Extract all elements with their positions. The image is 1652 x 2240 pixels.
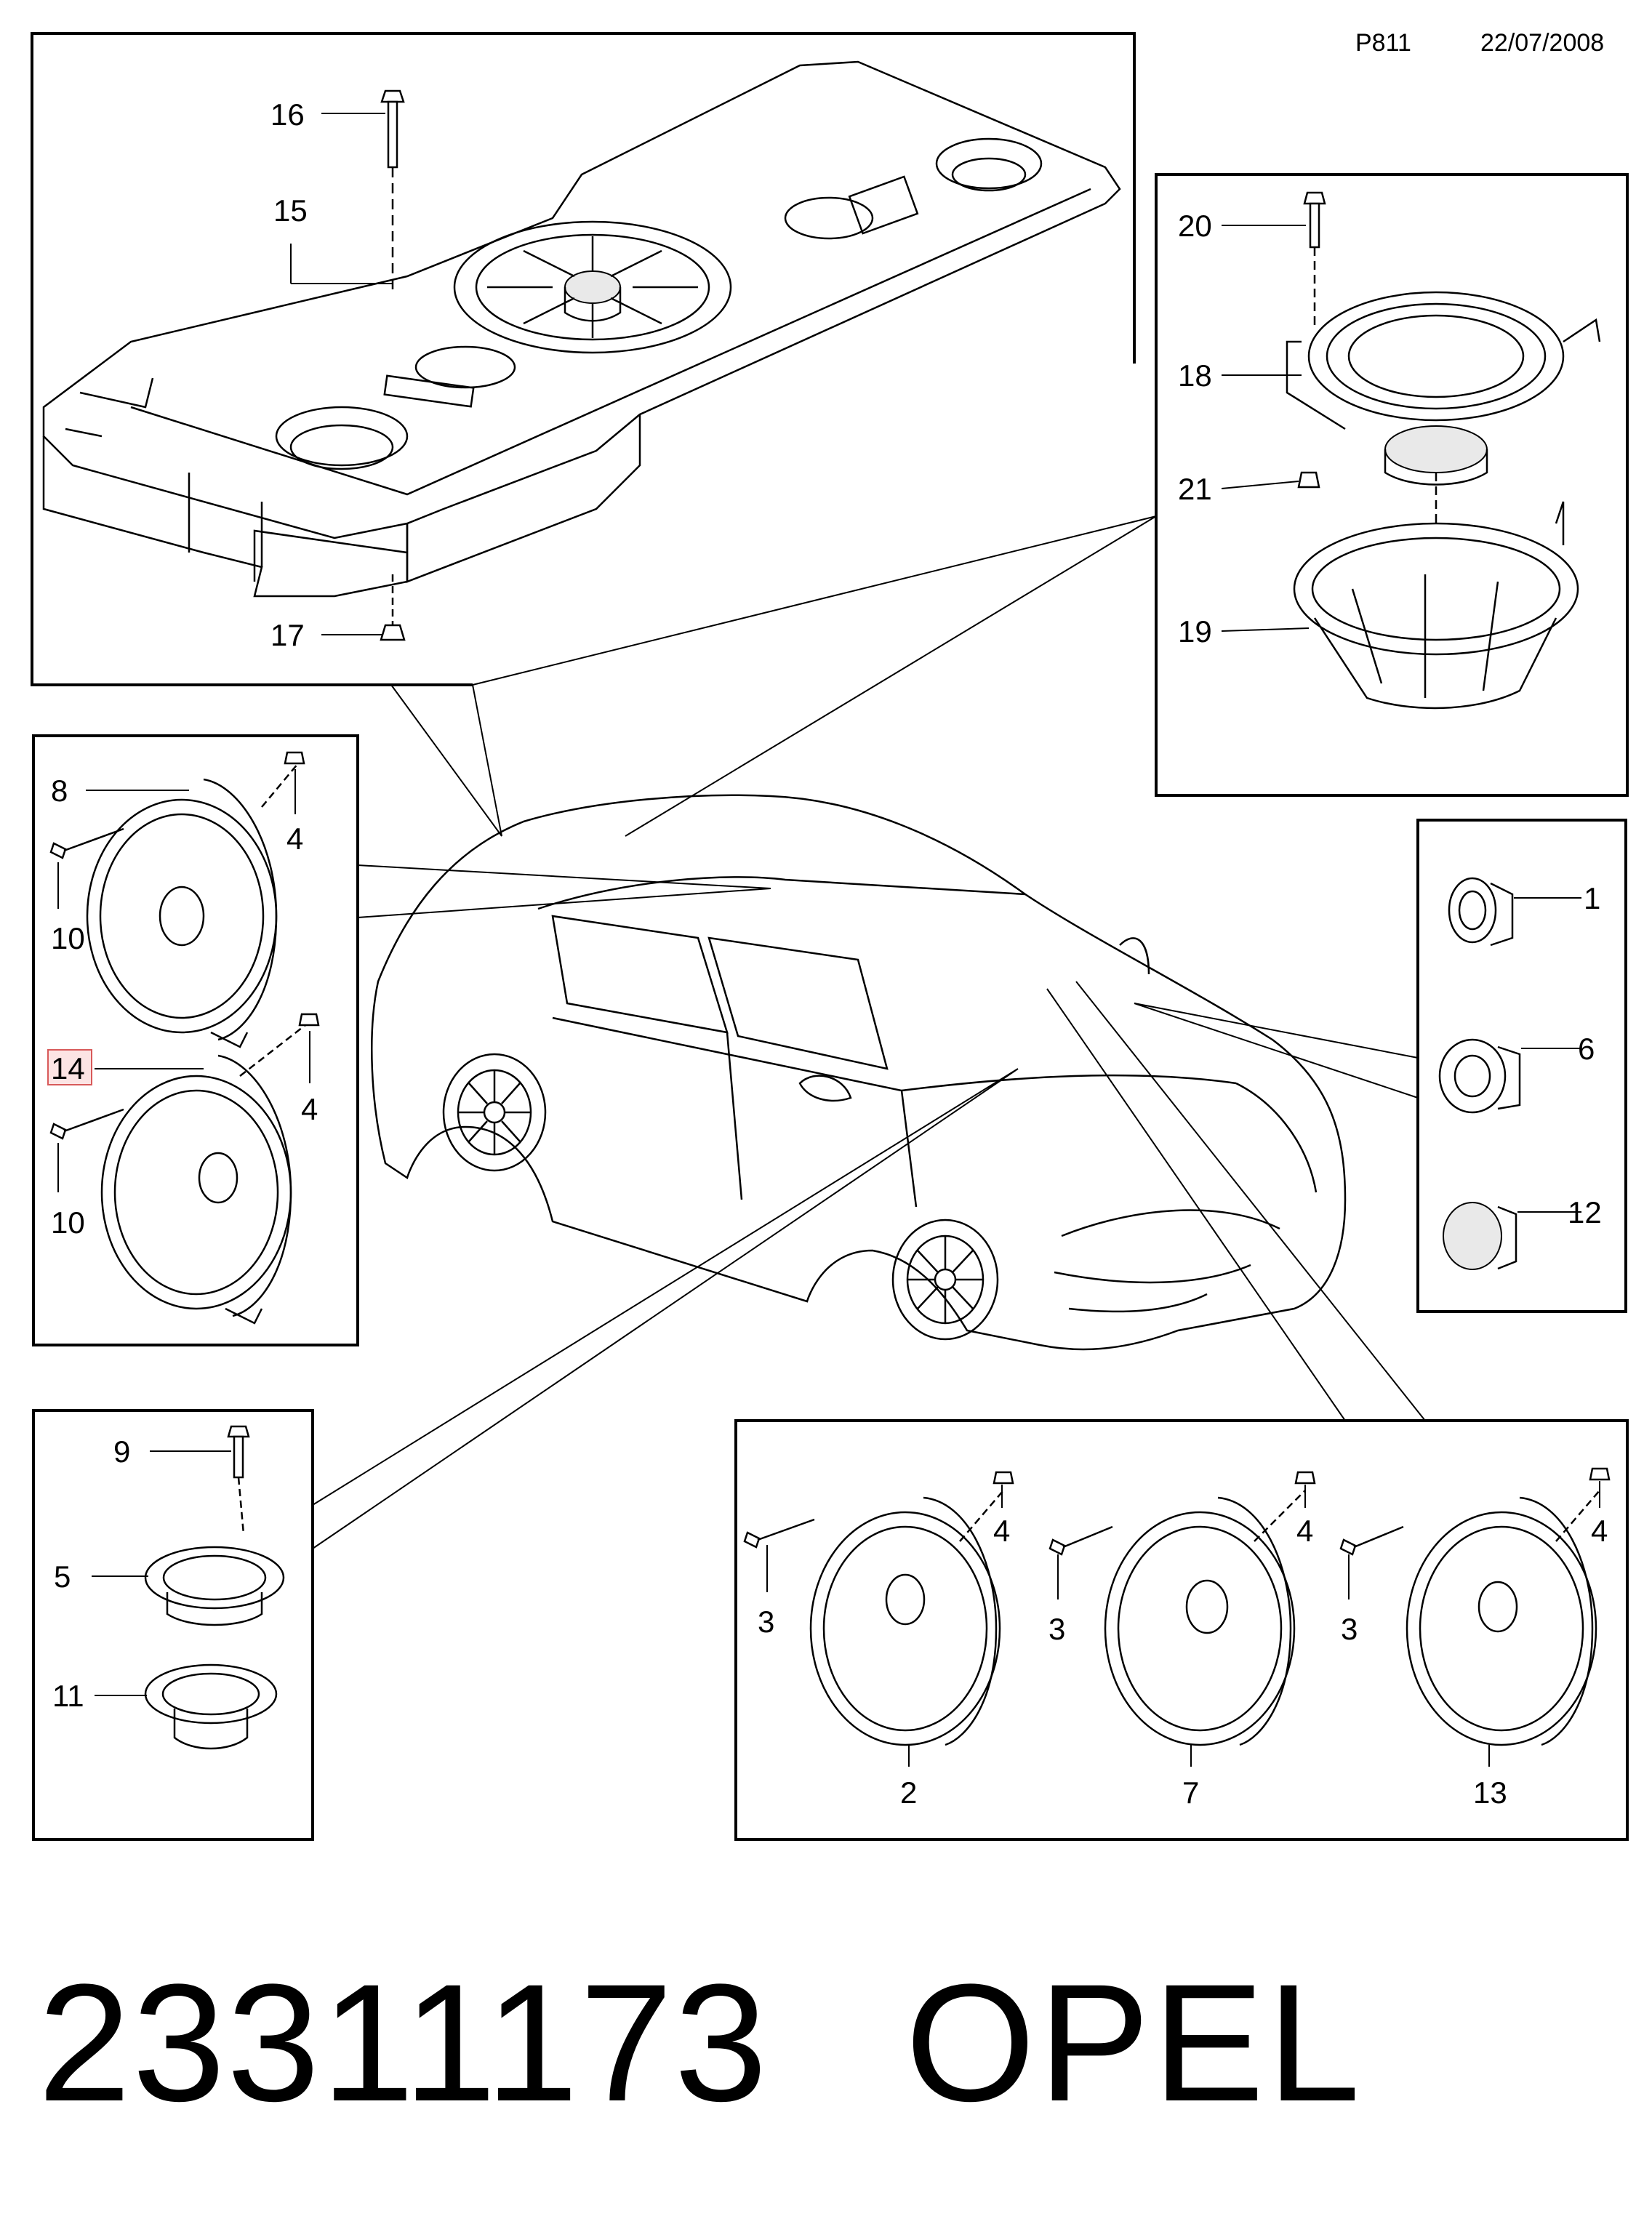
callout-3-right: 3 (1341, 1612, 1358, 1646)
callout-10-upper: 10 (51, 921, 85, 955)
callout-4-door-left: 4 (993, 1514, 1010, 1548)
callout-4-front-upper: 4 (286, 822, 303, 856)
callout-1: 1 (1584, 881, 1600, 915)
panel-front-door-frame (32, 734, 359, 1346)
callout-17: 17 (270, 618, 305, 652)
panel-door-speakers-frame (734, 1419, 1629, 1841)
panel-frames (31, 32, 1629, 1841)
callout-21: 21 (1178, 472, 1212, 506)
tweeters (1438, 877, 1521, 1270)
panel-rear-speaker-frame (1155, 173, 1629, 797)
callout-13: 13 (1473, 1775, 1507, 1810)
callout-19: 19 (1178, 614, 1212, 649)
part-number: 23311173 (38, 1949, 769, 2136)
callout-7: 7 (1182, 1775, 1199, 1810)
rear-speaker-assembly (1286, 191, 1601, 710)
callout-2: 2 (900, 1775, 917, 1810)
callout-3-left: 3 (758, 1605, 774, 1639)
callout-9: 9 (113, 1434, 130, 1469)
subwoofer-hardware (380, 89, 406, 641)
callout-12: 12 (1568, 1195, 1602, 1229)
callout-15: 15 (273, 193, 308, 228)
callout-14: 14 (51, 1051, 85, 1085)
callout-3-middle: 3 (1048, 1612, 1065, 1646)
callout-20: 20 (1178, 209, 1212, 243)
panel-dash-speaker-frame (32, 1409, 314, 1841)
callout-labels: 16 15 17 20 18 21 19 8 4 10 14 4 10 1 6 … (47, 97, 1608, 1810)
door-speakers (743, 1467, 1611, 1746)
callout-18: 18 (1178, 358, 1212, 393)
diagram-code: P811 (1355, 29, 1411, 57)
callout-5: 5 (54, 1559, 71, 1594)
diagram-date: 22/07/2008 (1480, 29, 1605, 57)
callout-4-door-middle: 4 (1296, 1514, 1313, 1548)
callout-14-highlight (47, 1049, 92, 1085)
panel-subwoofer-frame (31, 32, 1136, 686)
brand-name: OPEL (905, 1949, 1363, 2136)
car-illustration (371, 794, 1347, 1351)
car-leader-lines (312, 515, 1426, 1549)
callout-leaders (57, 113, 1600, 1767)
callout-6: 6 (1578, 1032, 1595, 1066)
panel-tweeter-frame (1416, 819, 1627, 1313)
callout-10-lower: 10 (51, 1205, 85, 1240)
callout-4-front-lower: 4 (301, 1092, 318, 1126)
callout-4-door-right: 4 (1591, 1514, 1608, 1548)
callout-11: 11 (52, 1679, 84, 1713)
callout-8: 8 (51, 774, 68, 808)
subwoofer-enclosure (42, 60, 1121, 598)
front-door-speakers (49, 751, 320, 1325)
dash-speakers (144, 1425, 285, 1750)
callout-16: 16 (270, 97, 305, 132)
